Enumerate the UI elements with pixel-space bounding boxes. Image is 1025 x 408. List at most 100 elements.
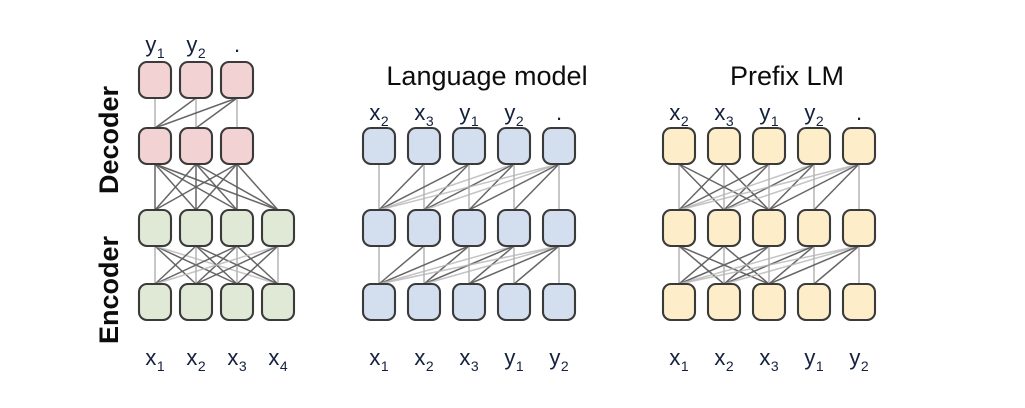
attention-edge [678, 245, 860, 285]
output-token: x2 [669, 100, 689, 129]
subscript: 3 [426, 113, 434, 129]
node-cell [137, 282, 173, 322]
node-cell [178, 126, 214, 166]
node-cell [219, 126, 255, 166]
node-cell [661, 282, 697, 322]
attention-edge [378, 245, 470, 285]
decoder-label: Decoder [94, 85, 124, 194]
node-cell [841, 282, 877, 322]
subscript: 1 [771, 113, 779, 129]
input-token: y1 [504, 345, 524, 374]
node-cell [260, 208, 296, 248]
node-cell [706, 282, 742, 322]
attention-edge [236, 163, 279, 211]
output-token-text: x2 [369, 100, 389, 129]
subscript: 1 [681, 358, 689, 374]
subscript: 1 [516, 358, 524, 374]
node-cell [451, 126, 487, 166]
node-cell [661, 126, 697, 166]
subscript: 2 [816, 113, 824, 129]
attention-edge [195, 97, 238, 129]
input-token-text: y1 [504, 345, 524, 374]
output-token: y2 [504, 100, 524, 129]
subscript: 3 [239, 358, 247, 374]
input-token-text: y2 [849, 345, 869, 374]
encoder-stack [137, 208, 296, 322]
output-token-text: y1 [459, 100, 479, 129]
attention-edge [813, 163, 860, 211]
subscript: 2 [561, 358, 569, 374]
attention-edge [768, 163, 860, 211]
attention-edge [513, 245, 560, 285]
node-cell [751, 208, 787, 248]
input-token-text: x1 [145, 345, 165, 374]
input-token-text: x2 [414, 345, 434, 374]
attention-edge [378, 163, 470, 211]
attention-edge [378, 163, 425, 211]
input-token-text: x1 [369, 345, 389, 374]
input-token: x2 [714, 345, 734, 374]
input-token-text: x3 [759, 345, 779, 374]
attention-edge [813, 245, 860, 285]
attention-edge [678, 245, 815, 285]
subscript: 1 [816, 358, 824, 374]
output-token: y2 [804, 100, 824, 129]
attention-edge [723, 245, 860, 285]
node-cell [406, 282, 442, 322]
node-cell [841, 126, 877, 166]
node-cell [841, 208, 877, 248]
subscript: 2 [516, 113, 524, 129]
input-token-text: x1 [669, 345, 689, 374]
attention-edge [154, 245, 279, 285]
output-token: y1 [145, 32, 165, 61]
node-cell [796, 126, 832, 166]
input-token-text: x3 [459, 345, 479, 374]
node-cell [219, 60, 255, 100]
input-token-text: y2 [549, 345, 569, 374]
attention-edge [468, 163, 560, 211]
node-cell [137, 60, 173, 100]
encoder-label: Encoder [94, 235, 124, 344]
subscript: 2 [681, 113, 689, 129]
attention-edge [678, 245, 770, 285]
node-cell [751, 282, 787, 322]
input-token: x2 [414, 345, 434, 374]
input-token-text: x2 [714, 345, 734, 374]
subscript: 2 [198, 45, 206, 61]
cross-attention-edges [154, 163, 279, 211]
output-token-text: y2 [804, 100, 824, 129]
node-cell [361, 282, 397, 322]
subscript: 2 [726, 358, 734, 374]
attention-edge [678, 163, 770, 211]
input-token-text: y1 [804, 345, 824, 374]
subscript: 3 [726, 113, 734, 129]
node-cell [406, 126, 442, 166]
subscript: 1 [381, 358, 389, 374]
input-token: y2 [849, 345, 869, 374]
node-cell [260, 282, 296, 322]
attention-edge [378, 245, 515, 285]
output-token-text: y1 [145, 32, 165, 61]
node-cell [661, 208, 697, 248]
attention-edge [723, 163, 860, 211]
output-token-text: y2 [186, 32, 206, 61]
node-cell [137, 208, 173, 248]
node-cell [706, 126, 742, 166]
output-token-text: x3 [714, 100, 734, 129]
attention-edge [154, 97, 197, 129]
node-cell [361, 208, 397, 248]
attention-edge [236, 245, 279, 285]
output-token-text: y1 [759, 100, 779, 129]
attention-edge [154, 245, 238, 285]
input-token: x4 [268, 345, 288, 374]
attention-edge [468, 245, 560, 285]
node-cell [541, 208, 577, 248]
input-token: y2 [549, 345, 569, 374]
lm-stack [361, 126, 577, 322]
node-cell [137, 126, 173, 166]
attention-edge [195, 245, 279, 285]
attention-edge [768, 245, 860, 285]
